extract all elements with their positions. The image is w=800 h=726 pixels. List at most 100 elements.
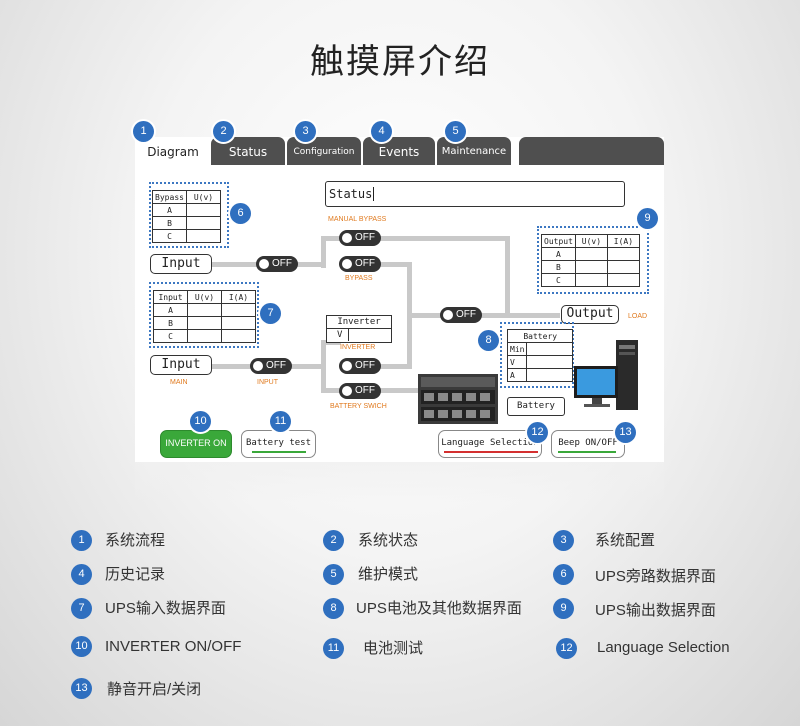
input-cell [187,316,222,330]
legend-text-1: 系统流程 [105,532,166,549]
tab-bar: Diagram Status Configuration Events Main… [135,137,664,165]
line-sw-junction-b [290,364,326,369]
legend-text-2: 系统状态 [358,532,419,549]
switch-text: OFF [456,309,476,320]
tab-events-label: Events [378,145,420,159]
legend-text-13: 静音开启/关闭 [107,681,202,698]
manual-bypass-label: MANUAL BYPASS [328,216,387,223]
bypass-header: Bypass [152,190,187,204]
legend-text-10: INVERTER ON/OFF [105,638,242,655]
output-row-a: A [541,247,576,261]
output-u-header: U(v) [574,234,608,248]
bypass-cell [186,203,221,217]
line-junction-b-v [321,340,326,392]
legend-badge-6: 6 [553,564,574,585]
language-selection-button[interactable]: Language Selection [438,430,542,458]
output-cell [606,260,640,274]
output-data-area[interactable] [537,226,649,294]
legend-text-8: UPS电池及其他数据界面 [356,600,522,617]
bypass-row-c: C [152,229,187,243]
tab-empty [519,137,664,165]
legend-badge-13: 13 [71,678,92,699]
input-top-box[interactable]: Input [150,254,212,274]
line-inverter-sw [380,364,412,369]
input-switch[interactable]: OFF [250,358,292,374]
output-cell [606,273,640,287]
tab-configuration-label: Configuration [293,147,355,157]
line-junction-v [321,236,326,268]
manual-bypass-switch[interactable]: OFF [339,230,381,246]
badge-11: 11 [270,411,291,432]
line-to-output [478,313,560,318]
language-selection-label: Language Selection [441,438,539,448]
beep-button[interactable]: Beep ON/OFF [551,430,625,458]
battery-data-area[interactable] [500,322,574,388]
legend-badge-1: 1 [71,530,92,551]
badge-6: 6 [230,203,251,224]
tab-diagram[interactable]: Diagram [135,137,211,165]
line-switch-junction [296,262,326,267]
status-box[interactable]: Status [325,181,625,207]
battery-cell [526,355,574,369]
battery-switch[interactable]: OFF [339,383,381,399]
bypass-switch[interactable]: OFF [339,256,381,272]
bypass-data-area[interactable] [149,182,229,248]
battery-test-underline [252,451,306,453]
bypass-row-b: B [152,216,187,230]
output-box[interactable]: Output [561,305,619,324]
output-header: Output [541,234,576,248]
inverter-box[interactable]: Inverter V [326,315,392,343]
input-row-a: A [153,303,188,317]
battery-test-button[interactable]: Battery test [241,430,316,458]
battery-box[interactable]: Battery [507,397,565,416]
badge-3: 3 [295,121,316,142]
tab-maintenance[interactable]: Maintenance [437,137,511,165]
tab-diagram-label: Diagram [147,145,199,159]
input-header: Input [153,290,188,304]
inverter-switch[interactable]: OFF [339,358,381,374]
legend-text-5: 维护模式 [358,566,419,583]
line-manual-right [380,236,510,241]
tab-maintenance-label: Maintenance [441,146,507,157]
badge-8: 8 [478,330,499,351]
legend-badge-10: 10 [71,636,92,657]
badge-9: 9 [637,208,658,229]
battery-cell [526,342,574,356]
tab-status-label: Status [228,145,268,159]
line-manual-down [505,236,510,316]
tab-configuration[interactable]: Configuration [287,137,361,165]
tab-events[interactable]: Events [363,137,435,165]
legend-text-6: UPS旁路数据界面 [595,568,716,585]
switch-text: OFF [355,360,375,371]
switch-text: OFF [355,232,375,243]
legend-badge-3: 3 [553,530,574,551]
input-main-box[interactable]: Input [150,355,212,375]
output-cell [574,260,608,274]
beep-label: Beep ON/OFF [558,438,618,448]
line-input-bottom [212,364,256,369]
main-label: MAIN [170,379,188,386]
inverter-title: Inverter [327,316,391,329]
language-underline [444,451,538,453]
legend-badge-4: 4 [71,564,92,585]
legend-badge-5: 5 [323,564,344,585]
input-main-label: Input [161,357,201,372]
input-data-area[interactable] [149,282,259,348]
tab-status[interactable]: Status [211,137,285,165]
legend-text-7: UPS输入数据界面 [105,600,226,617]
badge-1: 1 [133,121,154,142]
battery-table: Battery Min V A [506,329,574,382]
legend-badge-11: 11 [323,638,344,659]
legend-text-3: 系统配置 [595,532,656,549]
status-box-label: Status [329,187,373,201]
load-label: LOAD [628,313,648,320]
input-top-switch[interactable]: OFF [256,256,298,272]
battery-label: Battery [517,401,555,411]
input-u-header: U(v) [187,290,222,304]
legend-text-4: 历史记录 [105,566,166,583]
inverter-on-button[interactable]: INVERTER ON [160,430,232,458]
badge-10: 10 [190,411,211,432]
output-switch[interactable]: OFF [440,307,482,323]
